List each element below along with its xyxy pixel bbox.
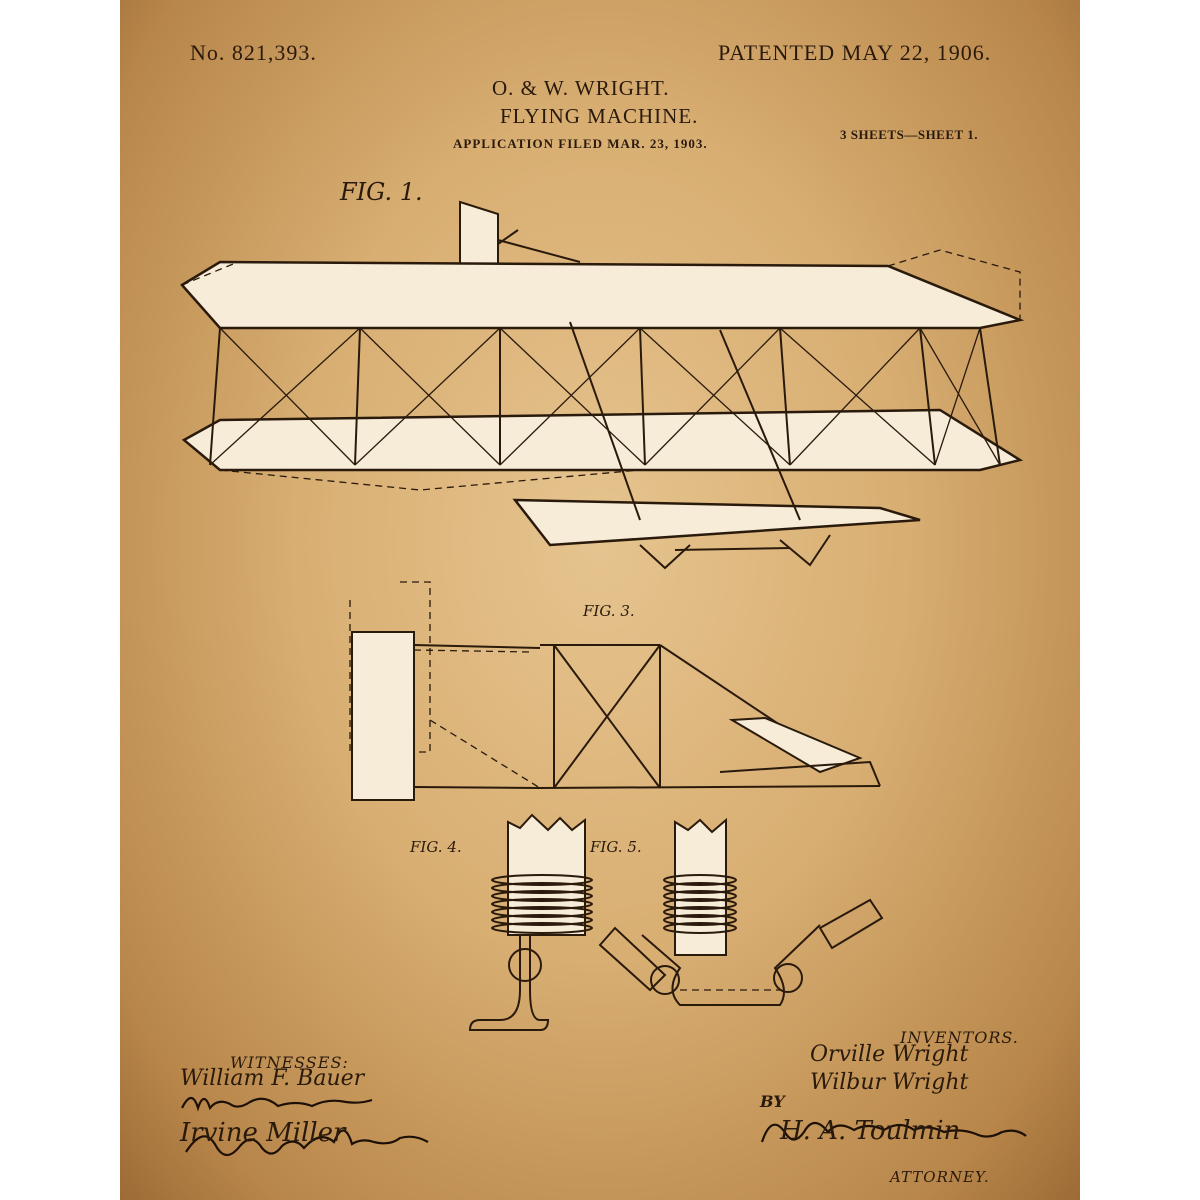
inventor-2: Wilbur Wright xyxy=(810,1070,969,1095)
witness-1: William F. Bauer xyxy=(180,1066,365,1091)
inventor-1: Orville Wright xyxy=(810,1042,969,1067)
attorney-signature-mark xyxy=(760,1121,1027,1143)
patent-date: PATENTED MAY 22, 1906. xyxy=(718,40,992,65)
witness-signature-2-mark xyxy=(185,1129,429,1157)
inventors-label: INVENTORS. xyxy=(900,1028,1019,1047)
by-label: BY xyxy=(760,1092,785,1111)
witnesses-label: WITNESSES: xyxy=(230,1053,349,1072)
patent-drawing xyxy=(180,200,1027,1157)
application-filed: APPLICATION FILED MAR. 23, 1903. xyxy=(453,136,708,151)
fig3-side-elevation xyxy=(349,581,881,801)
witness-signature-1-mark xyxy=(181,1096,373,1112)
inventors-heading: O. & W. WRIGHT. xyxy=(492,76,670,100)
invention-title: FLYING MACHINE. xyxy=(500,104,699,128)
fig3-caption: FIG. 3. xyxy=(583,602,635,620)
fig5-detail xyxy=(598,817,884,1006)
attorney-label: ATTORNEY. xyxy=(890,1168,990,1186)
patent-sheet: No. 821,393. PATENTED MAY 22, 1906. O. &… xyxy=(120,0,1080,1200)
patent-number: No. 821,393. xyxy=(190,40,317,65)
witness-2: Irvine Miller xyxy=(180,1118,346,1148)
fig1-biplane-drawing xyxy=(180,200,1025,570)
fig4-caption: FIG. 4. xyxy=(410,838,462,856)
fig5-caption: FIG. 5. xyxy=(590,838,642,856)
attorney-signature: H. A. Toulmin xyxy=(780,1116,961,1146)
sheet-count: 3 SHEETS—SHEET 1. xyxy=(840,127,978,142)
fig1-caption: FIG. 1. xyxy=(340,178,423,206)
fig4-detail xyxy=(468,813,593,1031)
